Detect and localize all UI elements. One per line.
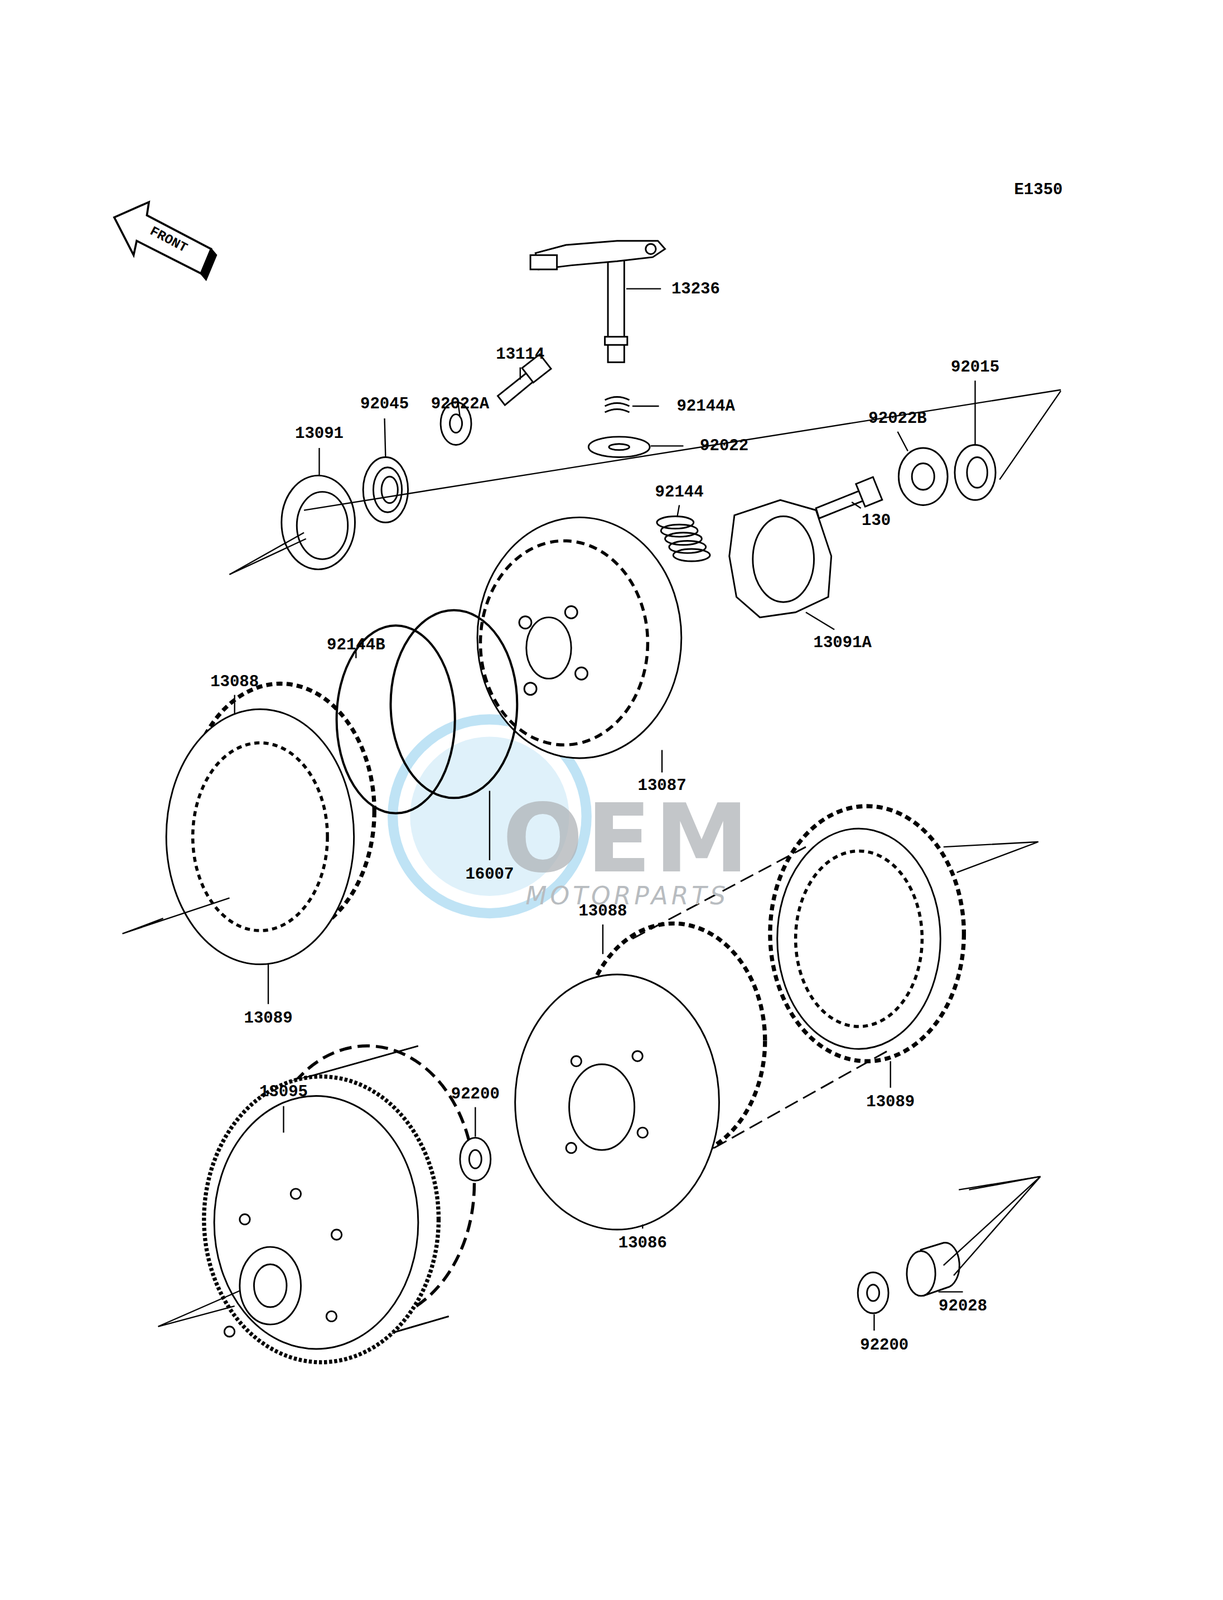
watermark: OEM (502, 790, 753, 886)
small-spring (605, 397, 630, 413)
drawing-code: E1350 (1013, 181, 1063, 198)
callout-number: 92200 (451, 1085, 500, 1102)
washer-hole (867, 1284, 880, 1301)
callout-number: 13089 (866, 1093, 915, 1110)
pressure-cap-plate (729, 499, 832, 617)
bearing-race (373, 467, 402, 512)
washer-hole (469, 1149, 482, 1168)
plate-bore (752, 516, 815, 603)
callout-number: 13236 (671, 280, 720, 297)
front-arrow (114, 201, 212, 274)
callout-number: 13088 (210, 673, 259, 690)
callout-number: 13091A (813, 634, 872, 651)
callout-number: 92200 (859, 1336, 909, 1353)
callout-number: 130 (861, 511, 891, 529)
release-shaft (530, 240, 665, 363)
nut (954, 444, 996, 500)
pressure-plate (515, 974, 720, 1230)
retainer-inner (296, 491, 348, 560)
washer-hole (911, 462, 935, 490)
front-arrow-shadow (200, 248, 216, 280)
callout-number: 13091 (295, 425, 344, 442)
callout-number: 92045 (360, 395, 409, 413)
collar (906, 1242, 960, 1296)
clutch-plates (166, 683, 375, 964)
clutch-housing (204, 1045, 475, 1362)
spring-ring (336, 625, 456, 814)
retainer (281, 475, 356, 569)
leader-line (234, 288, 976, 1331)
callout-number: 13095 (259, 1083, 308, 1100)
washer (460, 1137, 491, 1181)
bearing (363, 456, 408, 522)
callout-number: 13114 (495, 345, 545, 362)
washer (588, 436, 650, 458)
callout-number: 92015 (950, 359, 1000, 376)
washer (898, 447, 948, 505)
washer (857, 1272, 889, 1313)
callout-number: 13089 (244, 1009, 293, 1027)
nut-bore (967, 456, 988, 488)
washer-hole (608, 443, 630, 451)
clutch-spring (656, 516, 710, 562)
callout-number: 92022A (431, 395, 490, 413)
callout-number: 92028 (938, 1297, 988, 1314)
bearing-bore (381, 476, 398, 504)
callout-number: 92022 (699, 437, 749, 454)
callout-number: 92144A (676, 397, 735, 414)
callout-number: 92144 (655, 483, 704, 500)
watermark: MOTORPARTS (525, 883, 730, 908)
callout-number: 13086 (618, 1234, 667, 1251)
callout-number: 92022B (868, 409, 927, 427)
clutch-hub (477, 516, 682, 758)
seat-ring (390, 610, 518, 799)
axis-pointer (122, 389, 1061, 1327)
callout-number: 92144B (326, 636, 385, 653)
